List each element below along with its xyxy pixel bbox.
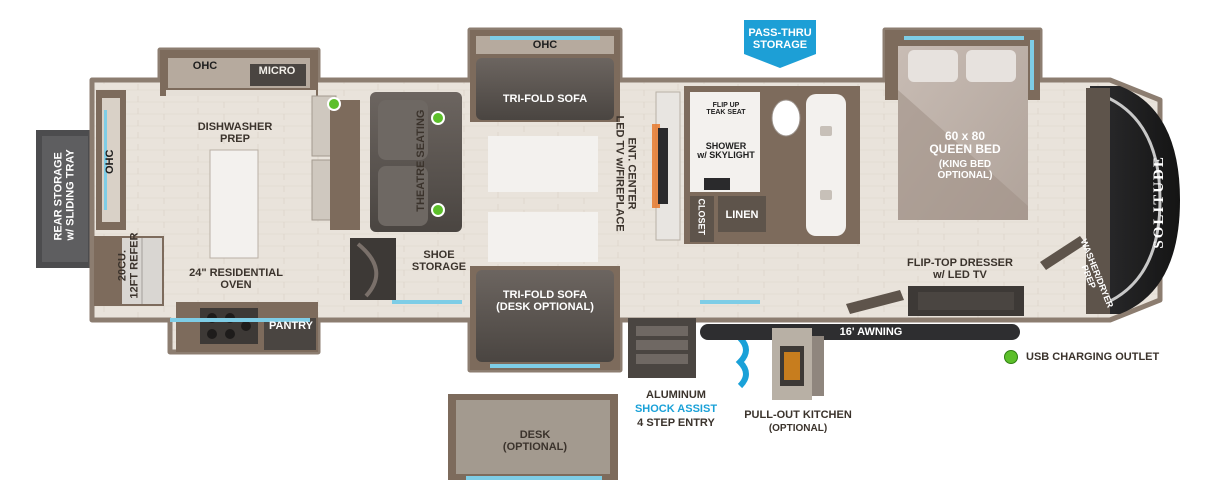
label-micro: MICRO [258, 65, 296, 77]
label-usb-legend: USB CHARGING OUTLET [1026, 351, 1160, 363]
windows [170, 40, 1034, 322]
label-rear-storage: REAR STORAGE w/ SLIDING TRAY [52, 149, 76, 241]
label-shock-assist: SHOCK ASSIST [634, 403, 718, 415]
kitchen-slide-top [160, 50, 318, 96]
entertainment-center [652, 91, 681, 241]
label-ent-center: ENT. CENTER LED TV w/FIREPLACE [614, 115, 638, 232]
label-dishwasher-prep: DISHWASHER PREP [197, 121, 273, 145]
label-queen-bed: 60 x 80 QUEEN BED [929, 129, 1001, 156]
usb-legend-icon [1004, 350, 1018, 364]
sofa-slide-bottom [470, 212, 620, 370]
label-closet: CLOSET [696, 198, 707, 235]
dinette [311, 95, 360, 230]
label-flip-top-dresser: FLIP-TOP DRESSER w/ LED TV [907, 257, 1013, 281]
label-king-bed: (KING BED OPTIONAL) [937, 159, 993, 181]
rear-wall-cabinets [96, 90, 126, 230]
theatre-seating [370, 92, 462, 232]
label-brand: SOLITUDE [1151, 155, 1168, 249]
shoe-storage [350, 238, 396, 300]
label-desk: DESK (OPTIONAL) [502, 429, 568, 453]
label-pass-thru-storage: PASS-THRU STORAGE [748, 27, 812, 51]
label-shoe-storage: SHOE STORAGE [411, 249, 467, 273]
label-pantry: PANTRY [269, 320, 313, 332]
refrigerator [94, 236, 164, 306]
label-pull-out-kitchen: PULL-OUT KITCHEN [744, 409, 852, 421]
label-refer: 20CU. 12FT REFER [116, 232, 140, 299]
label-ohc-top-middle: OHC [532, 39, 558, 51]
bedroom [885, 30, 1040, 220]
pass-thru-badge [744, 20, 816, 68]
label-linen: LINEN [725, 209, 759, 221]
label-ohc-top-left: OHC [192, 60, 218, 72]
bathroom [684, 86, 860, 244]
usb-marker-3 [431, 203, 445, 217]
label-ohc-rear: OHC [104, 149, 117, 175]
label-trifold-sofa-bottom: TRI-FOLD SOFA (DESK OPTIONAL) [496, 289, 594, 313]
desk-optional [448, 394, 618, 480]
usb-marker-1 [327, 97, 341, 111]
label-trifold-sofa-top: TRI-FOLD SOFA [502, 93, 588, 105]
label-flip-up-teak: FLIP UP TEAK SEAT [706, 102, 746, 117]
dresser [846, 236, 1086, 316]
label-awning: 16' AWNING [839, 326, 903, 338]
sofa-slide-top [470, 30, 620, 192]
label-aluminum: ALUMINUM [646, 389, 706, 401]
usb-marker-2 [431, 111, 445, 125]
rear-storage [36, 130, 94, 268]
pull-out-kitchen [772, 328, 824, 400]
label-step-entry: 4 STEP ENTRY [637, 417, 715, 429]
kitchen-island [209, 149, 259, 259]
label-theatre-seating: THEATRE SEATING [415, 109, 428, 212]
label-shower: SHOWER w/ SKYLIGHT [697, 141, 755, 161]
label-residential-oven: 24" RESIDENTIAL OVEN [189, 267, 283, 291]
label-pull-out-optional: (OPTIONAL) [768, 423, 828, 434]
front-cap [1086, 86, 1180, 314]
entry-steps [628, 318, 749, 389]
